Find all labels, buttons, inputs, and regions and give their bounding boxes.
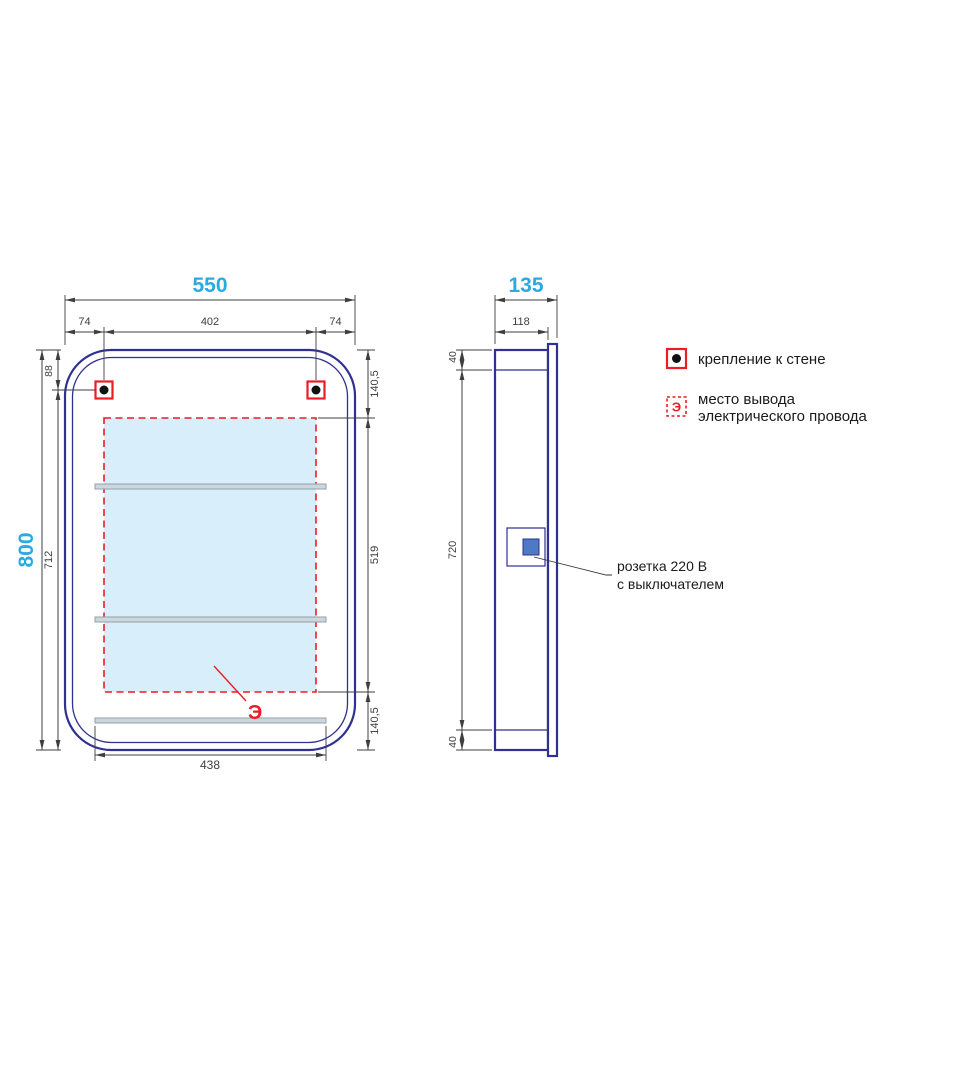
dim-text: 140,5 xyxy=(369,370,381,398)
legend: крепление к стене Э место вывода электри… xyxy=(665,347,867,425)
dim-text: 712 xyxy=(43,551,55,569)
legend-electrical-item: Э место вывода электрического провода xyxy=(666,391,867,425)
dim-text: 720 xyxy=(447,541,459,559)
dim-wire-chain: 140,5 519 140,5 xyxy=(318,349,381,751)
dim-overall-depth: 135 xyxy=(494,274,558,344)
electrical-legend-symbol: Э xyxy=(672,400,681,415)
legend-mount-item: крепление к стене xyxy=(665,347,826,370)
dim-body-depth: 118 xyxy=(495,316,549,340)
side-view: розетка 220 В с выключателем 135 118 40 xyxy=(447,274,724,758)
mount-bracket-dot xyxy=(99,385,109,395)
cabinet-inner-outline xyxy=(71,356,349,744)
mount-bracket-dot xyxy=(311,385,321,395)
dim-text: 118 xyxy=(512,316,530,328)
wire-mark-leader xyxy=(213,665,247,702)
dim-text: 88 xyxy=(43,365,55,377)
side-door-panel xyxy=(546,342,559,758)
dim-side-height-chain: 40 720 40 xyxy=(447,349,492,751)
dim-text: 40 xyxy=(447,351,459,363)
dim-text: 40 xyxy=(447,736,459,748)
shelves xyxy=(94,483,327,724)
shelf xyxy=(94,616,327,623)
dim-mount-chain: 74 402 74 xyxy=(65,316,355,380)
front-view: Э 550 74 402 74 800 xyxy=(15,274,381,772)
socket-callout: розетка 220 В с выключателем xyxy=(533,556,724,592)
socket-inner xyxy=(522,538,540,556)
shelf xyxy=(94,717,327,724)
socket-label-line1: розетка 220 В xyxy=(617,558,707,574)
mount-bracket-right xyxy=(306,380,326,400)
mount-legend-dot-icon xyxy=(672,354,681,363)
dim-overall-height: 800 xyxy=(15,349,61,751)
socket-label-line2: с выключателем xyxy=(617,576,724,592)
dim-text: 800 xyxy=(15,532,38,567)
dim-text: 550 xyxy=(192,274,227,297)
wire-area xyxy=(103,417,317,693)
dim-overall-width: 550 xyxy=(64,274,356,345)
dim-mount-height-chain: 88 712 xyxy=(43,350,96,750)
dim-text: 135 xyxy=(508,274,543,297)
dim-text: 74 xyxy=(78,316,90,328)
dim-text: 140,5 xyxy=(369,707,381,735)
shelf xyxy=(94,483,327,490)
wire-mark-callout: Э xyxy=(213,665,262,724)
dim-text: 438 xyxy=(200,758,220,772)
dim-shelf-width: 438 xyxy=(94,726,327,772)
electrical-legend-icon xyxy=(666,396,687,417)
socket-leader xyxy=(533,556,612,576)
wire-mark-symbol: Э xyxy=(248,702,262,724)
dim-text: 402 xyxy=(201,316,219,328)
legend-electrical-label-line2: электрического провода xyxy=(698,408,867,425)
mount-bracket-left xyxy=(94,380,114,400)
dim-text: 519 xyxy=(369,546,381,564)
legend-mount-label: крепление к стене xyxy=(698,351,826,368)
legend-electrical-label-line1: место вывода xyxy=(698,391,796,408)
dim-text: 74 xyxy=(329,316,341,328)
socket xyxy=(506,527,546,567)
